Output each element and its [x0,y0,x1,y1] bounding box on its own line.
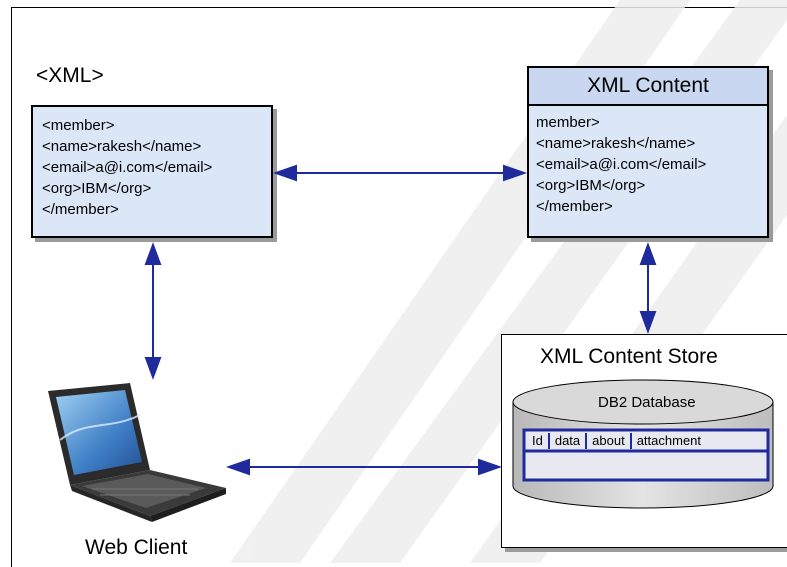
column-attachment: attachment [629,433,706,449]
arrowhead-up [144,242,162,265]
xml-source-line: <name>rakesh</name> [42,138,202,155]
xml-content-line: member> [536,114,600,131]
xml-source-box: <member> <name>rakesh</name> <email>a@i.… [31,105,273,238]
xml-source-line: </member> [42,201,119,218]
content-store-title: XML Content Store [540,345,718,368]
database-label: DB2 Database [598,394,696,411]
column-id: Id [532,433,543,448]
xml-content-line: <email>a@i.com</email> [536,156,707,173]
arrowhead-right [478,458,503,476]
xml-content-panel: XML Content member> <name>rakesh</name> … [527,66,769,238]
xml-content-title: XML Content [529,68,767,106]
arrowhead-left [225,458,250,476]
xml-tag-label: <XML> [36,64,104,87]
arrowhead-left [272,164,297,182]
arrowhead-up [639,242,657,265]
xml-content-line: <name>rakesh</name> [536,135,696,152]
xml-content-line: </member> [536,198,613,215]
arrowhead-right [503,164,528,182]
xml-source-line: <org>IBM</org> [42,180,152,197]
xml-content-line: <org>IBM</org> [536,177,646,194]
xml-source-line: <member> [42,117,115,134]
xml-content-body: member> <name>rakesh</name> <email>a@i.c… [529,106,767,217]
web-client-label: Web Client [85,536,188,559]
arrowhead-down [639,311,657,334]
xml-source-line: <email>a@i.com</email> [42,159,213,176]
column-data: data [547,433,585,449]
arrowhead-down [144,357,162,380]
column-about: about [585,433,630,449]
